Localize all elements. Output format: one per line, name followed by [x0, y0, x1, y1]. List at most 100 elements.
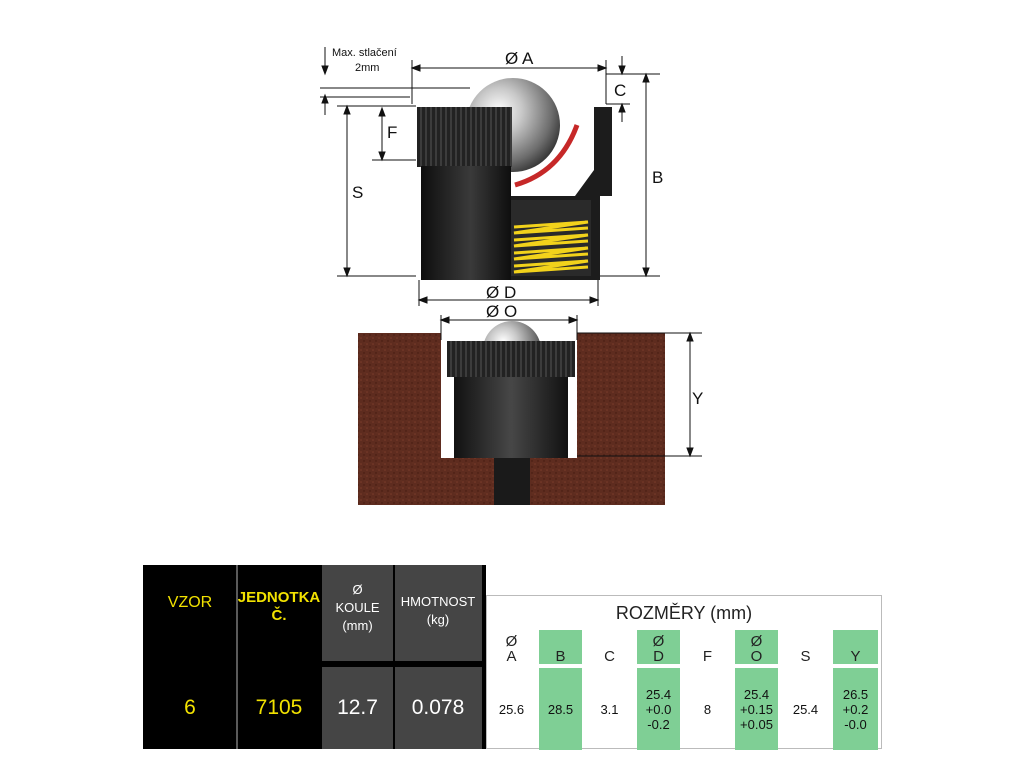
value-hmotnost: 0.078 — [394, 667, 482, 749]
dim-b-label: B — [652, 168, 663, 187]
dim-name: F — [702, 648, 713, 665]
header-koule-line1: KOULE — [335, 600, 380, 615]
header-hmotnost: HMOTNOST (kg) — [394, 589, 482, 633]
dim-value-line: -0.0 — [844, 716, 867, 732]
dim-value-line: -0.2 — [647, 716, 670, 732]
dimension-lines-bottom — [439, 315, 702, 458]
dim-value-f: 8 — [683, 668, 732, 750]
ball-transfer-unit-diagram: Max. stlačení 2mm Ø A C B F S Ø D Ø O Y — [320, 47, 703, 505]
dim-c-label: C — [614, 81, 626, 100]
dim-name: A — [506, 648, 517, 665]
dim-symbol: Ø — [652, 633, 665, 650]
dim-symbol: Ø — [505, 633, 518, 650]
spring — [513, 220, 589, 274]
value-vzor-text: 6 — [184, 696, 196, 719]
collar-installed — [447, 341, 575, 377]
value-hmotnost-text: 0.078 — [411, 696, 465, 719]
dim-value-d: 25.4+0.0-0.2 — [637, 668, 680, 750]
dim-value-a: 25.6 — [487, 668, 536, 750]
dim-value-line: 28.5 — [547, 701, 574, 717]
dim-value-line: +0.0 — [645, 701, 672, 717]
unit-section-view — [417, 78, 612, 280]
max-compression-value: 2mm — [355, 62, 379, 74]
dim-value-line: +0.15 — [740, 701, 773, 717]
dim-column-b: B 28.5 — [536, 630, 585, 750]
header-jednotka-line1: JEDNOTKA — [237, 589, 321, 606]
dim-y-label: Y — [692, 389, 703, 408]
dimension-lines-top — [320, 47, 660, 306]
installation-view — [358, 321, 665, 505]
knurled-collar — [417, 107, 512, 167]
dim-header-f: F — [683, 630, 732, 664]
dim-value-y: 26.5+0.2-0.0 — [833, 668, 878, 750]
dim-name: C — [604, 648, 615, 665]
header-vzor-text: VZOR — [167, 593, 213, 611]
dim-value-line: +0.2 — [842, 701, 869, 717]
col-sep — [393, 565, 395, 749]
header-koule-symbol: Ø — [352, 582, 363, 597]
header-vzor: VZOR — [143, 565, 237, 640]
dim-f-label: F — [387, 123, 397, 142]
dim-value-line: 25.6 — [498, 701, 525, 717]
koule-column-bg — [321, 565, 394, 749]
dim-value-line: 25.4 — [792, 701, 819, 717]
dim-value-c: 3.1 — [585, 668, 634, 750]
header-rozmery-text: ROZMĚRY (mm) — [615, 602, 753, 623]
dim-value-line: 3.1 — [600, 701, 619, 717]
dim-value-b: 28.5 — [539, 668, 582, 750]
dim-d-label: Ø D — [486, 283, 516, 302]
row-separator — [143, 661, 482, 667]
dim-name: D — [653, 648, 664, 665]
red-seal — [514, 124, 580, 188]
header-hmotnost-line1: HMOTNOST — [400, 594, 476, 609]
dim-value-o: 25.4+0.15+0.05 — [735, 668, 778, 750]
dim-symbol: Ø — [750, 633, 763, 650]
spec-table: VZOR JEDNOTKA Č. Ø KOULE (mm) HMOTNOST (… — [143, 565, 883, 750]
drain-hole — [494, 458, 530, 505]
dim-name: S — [800, 648, 811, 665]
value-koule: 12.7 — [321, 667, 394, 749]
dim-header-s: S — [781, 630, 830, 664]
dim-header-c: C — [585, 630, 634, 664]
header-koule-line2: (mm) — [342, 618, 373, 633]
dim-header-y: Y — [833, 630, 878, 664]
housing-body — [421, 166, 511, 280]
body-installed — [454, 377, 568, 458]
header-koule: Ø KOULE (mm) — [321, 577, 394, 639]
header-rozmery: ROZMĚRY (mm) — [487, 596, 881, 630]
col-sep — [236, 565, 238, 749]
col-sep — [320, 565, 322, 749]
dim-column-s: S 25.4 — [781, 630, 830, 750]
value-vzor: 6 — [143, 667, 237, 749]
header-hmotnost-line2: (kg) — [426, 612, 450, 627]
dim-o-label: Ø O — [486, 302, 517, 321]
dim-value-line: 25.4 — [743, 686, 770, 702]
dim-value-line: 8 — [703, 701, 712, 717]
dim-value-line: +0.05 — [740, 716, 773, 732]
dim-name: B — [555, 648, 566, 665]
dim-value-s: 25.4 — [781, 668, 830, 750]
value-jednotka: 7105 — [237, 667, 321, 749]
dim-a-label: Ø A — [505, 49, 534, 68]
dim-name: O — [750, 648, 763, 665]
hmotnost-column-bg — [394, 565, 482, 749]
dim-header-b: B — [539, 630, 582, 664]
dim-value-line: 26.5 — [842, 686, 869, 702]
dimension-labels-bottom: Ø O Y — [486, 302, 703, 408]
max-compression-label: Max. stlačení — [332, 47, 397, 59]
header-jednotka: JEDNOTKA Č. — [237, 585, 321, 629]
dim-column-y: Y 26.5+0.2-0.0 — [830, 630, 881, 750]
header-jednotka-line2: Č. — [271, 607, 287, 624]
dimension-labels-top: Max. stlačení 2mm Ø A C B F S Ø D — [332, 47, 663, 302]
vzor-column-bg — [143, 565, 237, 749]
small-bearing-balls — [519, 127, 571, 179]
jednotka-column-bg — [237, 565, 321, 749]
dim-value-line: 25.4 — [645, 686, 672, 702]
